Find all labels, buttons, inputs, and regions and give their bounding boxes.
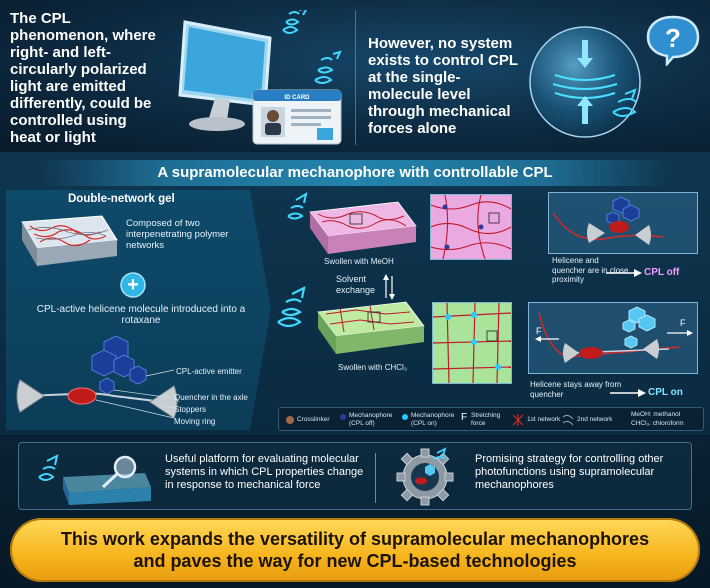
cpl-off-zoom — [548, 192, 698, 254]
conclusion-line-1: This work expands the versatility of sup… — [60, 529, 650, 549]
moving-ring-label: Moving ring — [174, 417, 216, 426]
stretching-force-symbol: F — [461, 412, 468, 423]
emitter-label: CPL-active emitter — [176, 367, 242, 376]
left-column: Double-network gel Composed of two inter… — [6, 190, 271, 430]
middle-section: A supramolecular mechanophore with contr… — [0, 152, 710, 435]
first-network-icon — [512, 414, 524, 426]
section-banner: A supramolecular mechanophore with contr… — [40, 160, 670, 186]
force-left-label: F — [536, 326, 542, 336]
moving-ring-icon — [67, 387, 97, 405]
quencher-icon — [99, 377, 115, 395]
swollen-chcl3-label: Swollen with CHCl₃ — [338, 363, 408, 372]
plus-badge — [120, 272, 146, 298]
card-divider — [375, 453, 376, 503]
rotaxane-illustration — [16, 335, 178, 419]
question-mark: ? — [665, 23, 681, 53]
cpl-on-rotaxane — [535, 306, 693, 363]
cpl-off-label: CPL off — [644, 267, 680, 278]
meoh-gel-illustration — [309, 201, 417, 254]
sphere-illustration — [529, 26, 641, 138]
gel-title: Double-network gel — [68, 193, 175, 205]
legend-net1: 1st network — [527, 416, 561, 423]
gel-block-illustration — [21, 215, 118, 266]
spiral-light-icon-4 — [287, 191, 308, 220]
top-section: The CPL phenomenon, where right- and lef… — [0, 0, 710, 152]
chcl3-network-pattern — [432, 302, 512, 384]
bottom-section: Useful platform for evaluating molecular… — [0, 436, 710, 588]
id-card-label: ID CARD — [285, 95, 311, 101]
conclusion-line-2: and paves the way for new CPL-based tech… — [133, 551, 577, 571]
mechanophore-on-icon — [402, 414, 408, 420]
legend-mech-on: Mechanophore (CPL on) — [411, 412, 455, 427]
spiral-light-icon-2 — [314, 50, 342, 84]
spiral-light-icon-5 — [277, 286, 306, 328]
legend-mech-off: Mechanophore (CPL off) — [349, 412, 393, 427]
crosslinker-icon — [286, 416, 294, 424]
lab-platform-icon — [38, 454, 151, 505]
legend-meoh: MeOH: methanol — [631, 411, 681, 418]
meoh-network-zoom — [430, 194, 512, 260]
proximity-description: Helicene and quencher are in close proxi… — [552, 256, 629, 284]
cpl-on-zoom — [528, 302, 698, 374]
legend-chcl3: CHCl₃: chloroform — [631, 420, 684, 427]
top-divider — [355, 10, 356, 145]
force-right-label: F — [680, 318, 686, 328]
spiral-light-icon-3 — [612, 88, 637, 117]
plus-symbol: + — [127, 274, 139, 296]
legend: Crosslinker Mechanophore (CPL off) Mecha… — [278, 407, 704, 431]
second-network-icon — [562, 414, 574, 426]
conclusion-banner: This work expands the versatility of sup… — [10, 518, 700, 582]
arrow-cpl-on-icon — [610, 389, 646, 397]
helicene-emitter-icon — [91, 335, 147, 385]
chcl3-gel-illustration — [317, 301, 425, 354]
platform-text: Useful platform for evaluating molecular… — [165, 453, 364, 491]
stopper-left-icon — [16, 379, 45, 413]
legend-stretch: Stretching force — [471, 412, 501, 427]
monitor-idcard-illustration: ID CARD — [178, 10, 342, 145]
force-arrow-down-icon — [577, 40, 593, 68]
monitor-icon — [178, 20, 272, 131]
legend-crosslinker: Crosslinker — [297, 416, 330, 423]
quencher-label: Quencher in the axle — [174, 393, 248, 402]
spiral-light-icon-1 — [282, 10, 308, 34]
id-card-icon — [252, 89, 342, 145]
swollen-meoh-label: Swollen with MeOH — [324, 257, 394, 266]
stoppers-label: Stoppers — [174, 405, 207, 414]
cpl-on-label: CPL on — [648, 387, 683, 398]
exchange-arrows-icon — [383, 274, 395, 300]
solvent-exchange-label: Solvent exchange — [336, 274, 376, 295]
force-arrow-up-icon — [577, 96, 593, 124]
chcl3-network-zoom — [432, 302, 512, 384]
helicene-description: CPL-active helicene molecule introduced … — [36, 304, 246, 326]
gel-description: Composed of two interpenetrating polymer… — [126, 218, 229, 251]
legend-net2: 2nd network — [577, 416, 613, 423]
question-bubble-icon: ? — [646, 15, 700, 66]
no-system-text: However, no system exists to control CPL… — [368, 35, 518, 137]
cpl-phenomenon-text: The CPL phenomenon, where right- and lef… — [10, 10, 156, 146]
away-description: Helicene stays away from quencher — [530, 380, 622, 399]
magnifier-icon — [113, 455, 137, 479]
mechanophore-off-icon — [340, 414, 346, 420]
strategy-text: Promising strategy for controlling other… — [475, 453, 664, 491]
outlook-card: Useful platform for evaluating molecular… — [18, 442, 692, 510]
right-column: Swollen with MeOH — [272, 190, 704, 430]
meoh-network-pattern — [430, 194, 512, 260]
cpl-off-rotaxane — [552, 196, 664, 245]
sphere-icon — [529, 26, 641, 138]
arrow-cpl-off-icon — [606, 269, 642, 277]
gear-icon — [396, 447, 454, 506]
